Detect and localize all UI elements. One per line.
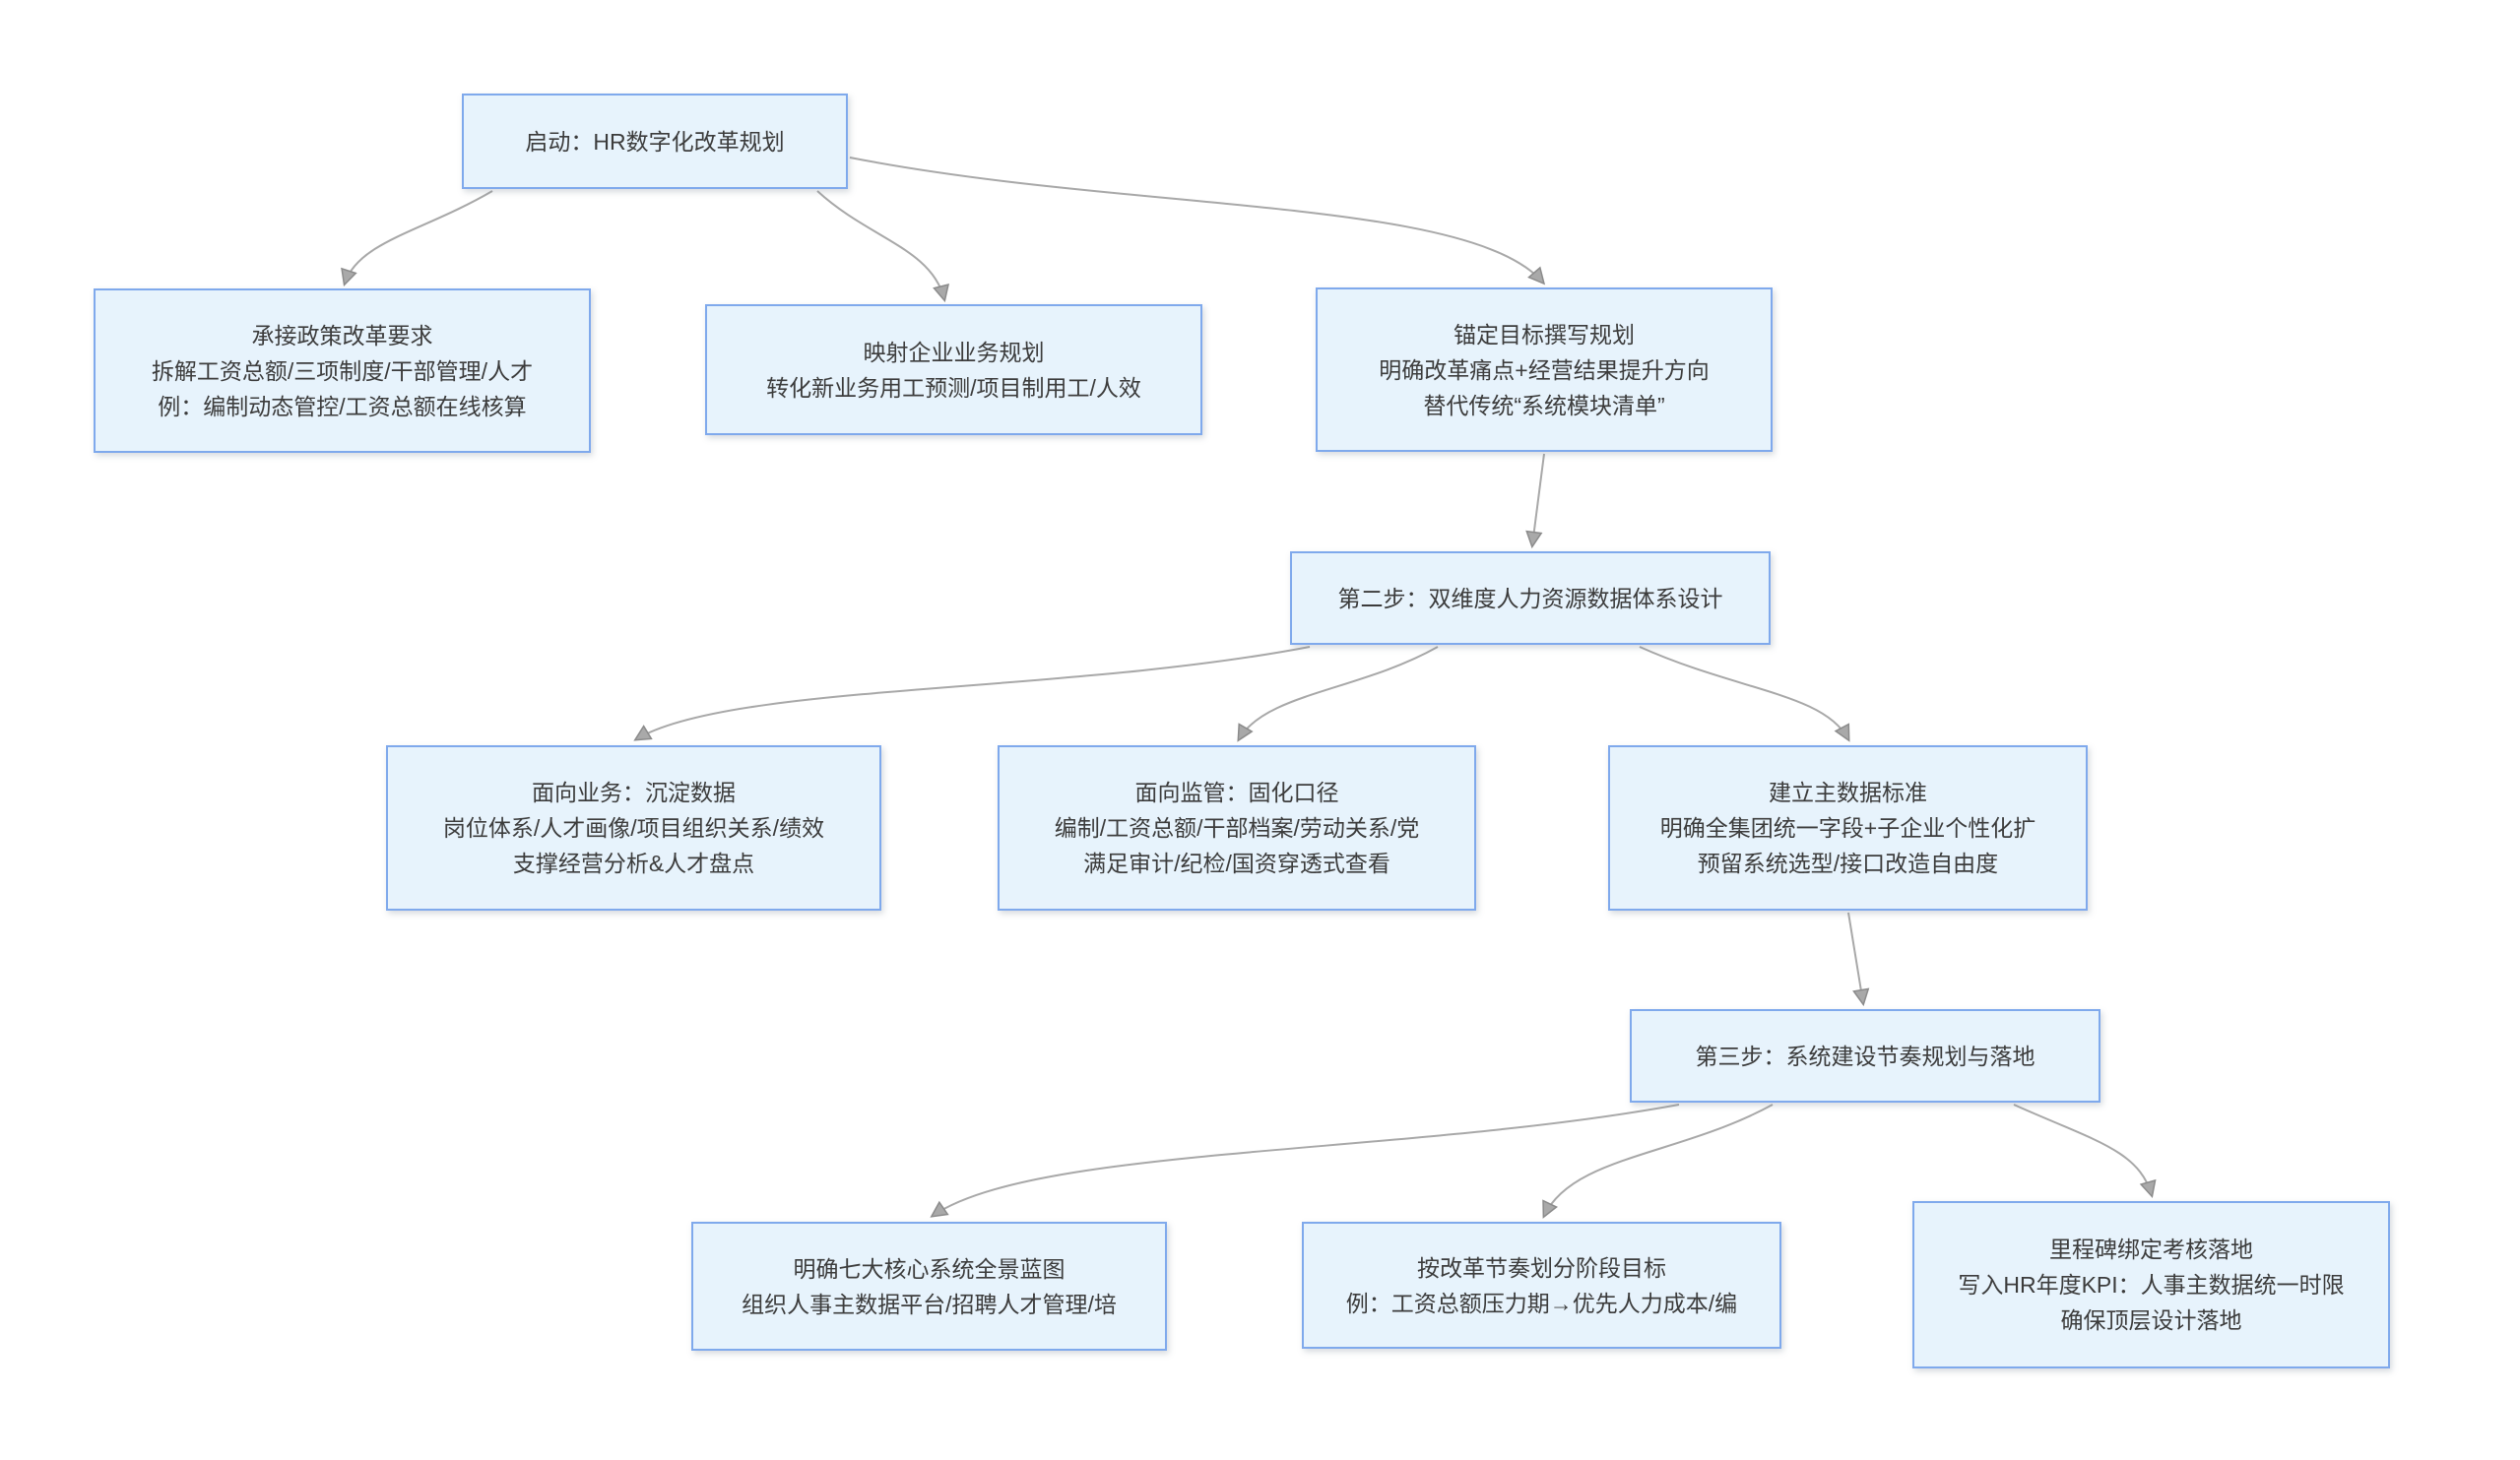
connector-start-to-goal-anchoring	[849, 157, 1546, 286]
node-start[interactable]: 启动：HR数字化改革规划	[462, 94, 848, 189]
node-regulation-data-title: 面向监管：固化口径	[1134, 780, 1339, 805]
node-step3-label: 第三步：系统建设节奏规划与落地	[1695, 1043, 2035, 1069]
connector-master-data-to-step3	[1847, 912, 1870, 1007]
connector-step3-to-core-systems	[930, 1104, 1680, 1218]
node-business-data-line3: 支撑经营分析&人才盘点	[512, 851, 755, 876]
node-business-data-line2: 岗位体系/人才画像/项目组织关系/绩效	[442, 815, 825, 841]
node-step2[interactable]: 第二步：双维度人力资源数据体系设计	[1290, 551, 1771, 645]
node-goal-anchoring-line3: 替代传统“系统模块清单”	[1423, 392, 1665, 418]
node-policy[interactable]: 承接政策改革要求 拆解工资总额/三项制度/干部管理/人才 例：编制动态管控/工资…	[94, 288, 591, 453]
node-phase-goals-title: 按改革节奏划分阶段目标	[1417, 1254, 1666, 1281]
connector-step3-to-phase-goals	[1542, 1104, 1774, 1219]
node-regulation-data[interactable]: 面向监管：固化口径 编制/工资总额/干部档案/劳动关系/党 满足审计/纪检/国资…	[998, 745, 1476, 911]
node-master-data[interactable]: 建立主数据标准 明确全集团统一字段+子企业个性化扩 预留系统选型/接口改造自由度	[1608, 745, 2088, 911]
node-start-label: 启动：HR数字化改革规划	[525, 128, 785, 155]
node-policy-line2: 拆解工资总额/三项制度/干部管理/人才	[151, 357, 534, 384]
node-goal-anchoring[interactable]: 锚定目标撰写规划 明确改革痛点+经营结果提升方向 替代传统“系统模块清单”	[1316, 287, 1773, 452]
node-step2-label: 第二步：双维度人力资源数据体系设计	[1337, 585, 1723, 611]
node-step3[interactable]: 第三步：系统建设节奏规划与落地	[1630, 1009, 2100, 1103]
connector-step3-to-milestone-kpi	[2013, 1104, 2157, 1199]
node-core-systems-line2: 组织人事主数据平台/招聘人才管理/培	[742, 1291, 1117, 1317]
connector-step2-to-business-data	[633, 646, 1311, 741]
node-business-mapping[interactable]: 映射企业业务规划 转化新业务用工预测/项目制用工/人效	[705, 304, 1202, 435]
node-goal-anchoring-title: 锚定目标撰写规划	[1454, 321, 1635, 348]
node-phase-goals[interactable]: 按改革节奏划分阶段目标 例：工资总额压力期→优先人力成本/编	[1302, 1222, 1781, 1349]
node-policy-title: 承接政策改革要求	[251, 322, 433, 349]
node-master-data-title: 建立主数据标准	[1769, 780, 1927, 805]
node-milestone-kpi-line2: 写入HR年度KPI：人事主数据统一时限	[1958, 1272, 2345, 1298]
node-goal-anchoring-line2: 明确改革痛点+经营结果提升方向	[1379, 356, 1710, 383]
node-milestone-kpi-title: 里程碑绑定考核落地	[2049, 1237, 2253, 1262]
connector-start-to-policy	[341, 190, 493, 287]
node-milestone-kpi-line3: 确保顶层设计落地	[2060, 1307, 2242, 1333]
node-phase-goals-line2: 例：工资总额压力期→优先人力成本/编	[1345, 1290, 1738, 1316]
node-master-data-line3: 预留系统选型/接口改造自由度	[1697, 851, 1999, 876]
node-business-mapping-title: 映射企业业务规划	[863, 339, 1045, 365]
node-core-systems-title: 明确七大核心系统全景蓝图	[793, 1255, 1066, 1282]
node-regulation-data-line3: 满足审计/纪检/国资穿透式查看	[1083, 851, 1390, 876]
connector-goal-anchoring-to-step2	[1525, 453, 1545, 549]
node-master-data-line2: 明确全集团统一字段+子企业个性化扩	[1659, 815, 2036, 841]
node-regulation-data-line2: 编制/工资总额/干部档案/劳动关系/党	[1054, 815, 1420, 841]
node-business-data-title: 面向业务：沉淀数据	[532, 780, 736, 805]
node-milestone-kpi[interactable]: 里程碑绑定考核落地 写入HR年度KPI：人事主数据统一时限 确保顶层设计落地	[1912, 1201, 2390, 1368]
connector-start-to-business-mapping	[816, 190, 949, 303]
connector-step2-to-regulation-data	[1237, 646, 1439, 742]
connector-step2-to-master-data	[1639, 646, 1850, 742]
node-policy-line3: 例：编制动态管控/工资总额在线核算	[158, 393, 527, 419]
node-business-data[interactable]: 面向业务：沉淀数据 岗位体系/人才画像/项目组织关系/绩效 支撑经营分析&人才盘…	[386, 745, 881, 911]
node-business-mapping-line2: 转化新业务用工预测/项目制用工/人效	[766, 374, 1141, 401]
node-core-systems[interactable]: 明确七大核心系统全景蓝图 组织人事主数据平台/招聘人才管理/培	[691, 1222, 1167, 1351]
